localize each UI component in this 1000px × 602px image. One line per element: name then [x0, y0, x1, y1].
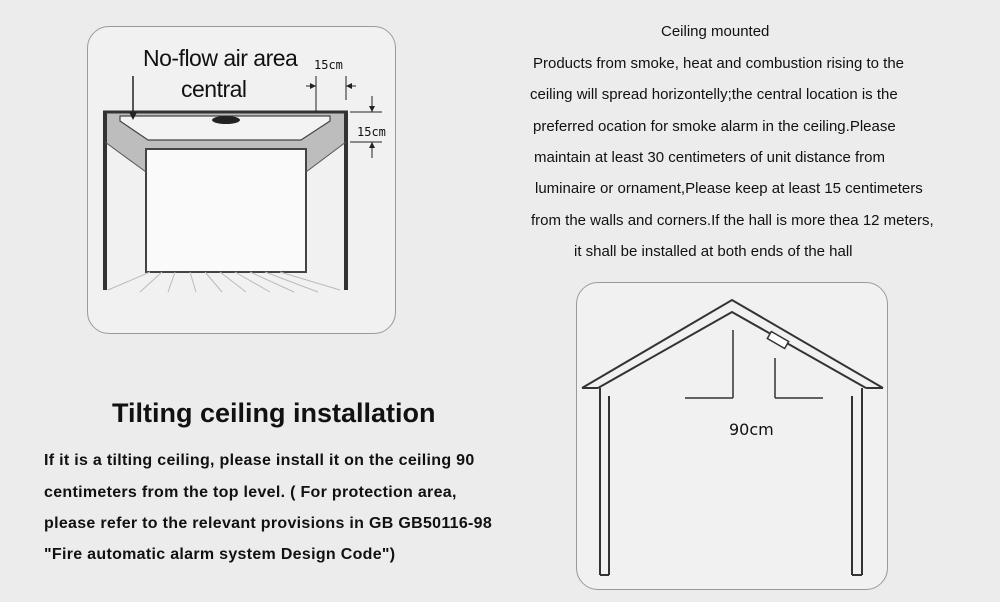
ceiling-line: ceiling will spread horizontelly;the cen…	[530, 86, 898, 103]
ceiling-line: it shall be installed at both ends of th…	[574, 243, 853, 260]
no-flow-label: No-flow air area	[143, 45, 298, 71]
tilting-line: "Fire automatic alarm system Design Code…	[44, 546, 396, 563]
dim-vertical-label: 15cm	[357, 125, 386, 139]
ceiling-line: preferred ocation for smoke alarm in the…	[533, 118, 896, 135]
dim-horizontal-label: 15cm	[314, 58, 343, 72]
ceiling-inner	[119, 115, 331, 141]
tilting-title: Tilting ceiling installation	[112, 398, 436, 428]
ceiling-light	[212, 116, 240, 124]
smoke-alarm	[766, 330, 790, 350]
tilting-line: please refer to the relevant provisions …	[44, 515, 493, 532]
ceiling-line: maintain at least 30 centimeters of unit…	[534, 149, 886, 166]
ceiling-line: luminaire or ornament,Please keep at lea…	[535, 180, 923, 197]
ceiling-line: Products from smoke, heat and combustion…	[533, 55, 905, 72]
ceiling-line: from the walls and corners.If the hall i…	[531, 212, 934, 229]
tilting-line: centimeters from the top level. ( For pr…	[44, 484, 457, 501]
ceiling-mounted-title: Ceiling mounted	[661, 23, 770, 40]
back-wall	[145, 148, 307, 273]
tilting-line: If it is a tilting ceiling, please insta…	[44, 452, 475, 469]
central-label: central	[181, 76, 247, 102]
house-dim-label: 90cm	[729, 420, 774, 439]
house-diagram-panel	[576, 282, 888, 590]
